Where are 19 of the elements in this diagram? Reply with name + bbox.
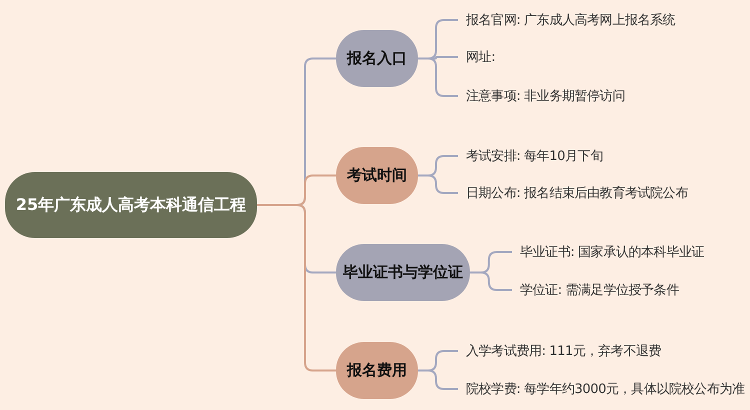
- connector-line: [470, 272, 512, 291]
- branch-topic: 毕业证书与学位证: [336, 244, 470, 301]
- connector-line: [418, 174, 458, 194]
- root-topic: 25年广东成人高考本科通信工程: [5, 172, 257, 238]
- leaf-text: 毕业证书: 国家承认的本科毕业证: [512, 240, 704, 264]
- leaf-text: 考试安排: 每年10月下旬: [458, 144, 603, 168]
- leaf-text: 注意事项: 非业务期暂停访问: [458, 84, 625, 108]
- leaf-text: 学位证: 需满足学位授予条件: [512, 278, 679, 302]
- leaf-text: 院校学费: 每学年约3000元，具体以院校公布为准: [458, 377, 745, 401]
- connector-line: [418, 58, 458, 97]
- leaf-text: 入学考试费用: 111元，弃考不退费: [458, 339, 662, 363]
- branch-topic: 报名入口: [336, 30, 418, 87]
- branch-topic: 报名费用: [336, 342, 418, 399]
- leaf-text: 日期公布: 报名结束后由教育考试院公布: [458, 181, 688, 205]
- connector-line: [257, 204, 336, 372]
- leaf-text: 网址:: [458, 45, 496, 69]
- connector-line: [418, 370, 458, 390]
- branch-topic: 考试时间: [336, 147, 418, 204]
- leaf-text: 报名官网: 广东成人高考网上报名系统: [458, 8, 676, 32]
